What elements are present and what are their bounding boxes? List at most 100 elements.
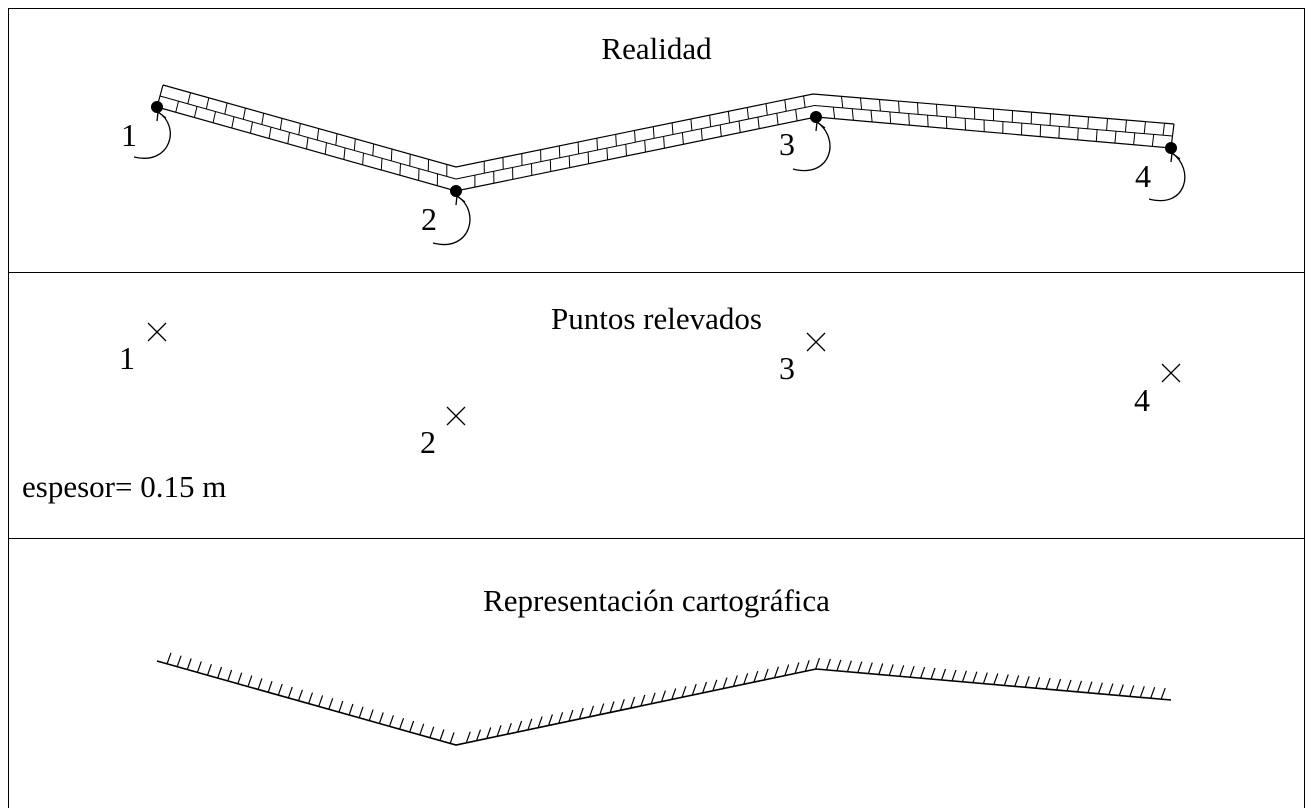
- brick-joint: [635, 131, 636, 143]
- leader-arrow-3: [793, 122, 830, 171]
- brick-joint: [1088, 117, 1089, 129]
- hatch-tick: [1015, 675, 1019, 686]
- brick-joint: [232, 117, 234, 128]
- survey-point-4: [1166, 143, 1177, 154]
- brick-joint: [785, 100, 786, 112]
- wall-hatching: [167, 653, 1165, 744]
- brick-joint: [758, 117, 759, 129]
- brick-joint: [701, 129, 702, 141]
- brick-joint: [861, 98, 862, 110]
- hatch-tick: [1004, 674, 1008, 685]
- reality-label-2: 2: [421, 201, 437, 237]
- brick-joint: [176, 101, 179, 112]
- brick-joint: [1115, 131, 1116, 143]
- brick-joint: [871, 110, 872, 122]
- hatch-tick: [1161, 688, 1165, 699]
- survey-cross-1: [148, 323, 166, 341]
- hatch-tick: [858, 662, 862, 673]
- brick-joint: [653, 127, 654, 139]
- hatch-tick: [868, 663, 872, 674]
- hatch-tick: [228, 670, 232, 681]
- hatch-tick: [1057, 679, 1061, 690]
- brick-joint: [597, 138, 598, 150]
- hatch-tick: [466, 732, 470, 743]
- hatch-tick: [610, 702, 614, 713]
- brick-joint: [206, 98, 209, 109]
- brick-joint: [918, 103, 919, 115]
- hatch-tick: [662, 691, 666, 702]
- brick-joint: [777, 113, 778, 125]
- brick-joint: [720, 125, 721, 137]
- brick-joint: [1163, 123, 1164, 135]
- hatch-tick: [703, 682, 707, 693]
- brick-joint: [804, 96, 806, 108]
- hatch-tick: [278, 684, 282, 695]
- hatch-tick: [682, 686, 686, 697]
- hatch-tick: [921, 667, 925, 678]
- hatch-tick: [349, 704, 353, 715]
- brick-wall: [157, 85, 1174, 191]
- hatch-tick: [942, 669, 946, 680]
- hatch-tick: [692, 684, 696, 695]
- hatch-tick: [410, 721, 414, 732]
- leader-arrow-4: [1149, 153, 1185, 201]
- hatch-tick: [218, 667, 222, 678]
- leader-arrow-1-head: [157, 112, 166, 121]
- hatch-tick: [268, 681, 272, 692]
- hatch-tick: [518, 721, 522, 732]
- hatch-tick: [430, 727, 434, 738]
- hatch-tick: [1140, 686, 1144, 697]
- brick-joint: [344, 148, 345, 160]
- hatch-tick: [910, 666, 914, 677]
- hatch-tick: [477, 730, 481, 741]
- hatch-tick: [390, 715, 394, 726]
- brick-joint: [710, 115, 711, 127]
- brick-joint: [1096, 130, 1097, 142]
- survey-point-1: [152, 102, 163, 113]
- hatch-tick: [1151, 687, 1155, 698]
- hatch-tick: [952, 670, 956, 681]
- brick-joint: [645, 140, 646, 152]
- hatch-tick: [889, 664, 893, 675]
- brick-joint: [336, 134, 337, 146]
- brick-joint: [607, 148, 608, 160]
- hatch-tick: [1109, 684, 1113, 695]
- survey-cross-3: [807, 333, 825, 351]
- hatch-tick: [795, 662, 799, 673]
- survey-label-2: 2: [420, 424, 436, 460]
- brick-joint: [213, 112, 215, 123]
- hatch-tick: [258, 678, 262, 689]
- brick-joint: [899, 101, 900, 113]
- survey-point-2: [451, 186, 462, 197]
- hatch-tick: [600, 704, 604, 715]
- brick-joint: [1107, 119, 1108, 131]
- brick-joint: [588, 152, 589, 164]
- hatch-tick: [339, 701, 343, 712]
- hatch-tick: [238, 673, 242, 684]
- brick-joint: [909, 114, 910, 126]
- survey-cross-2: [447, 407, 465, 425]
- hatch-tick: [590, 706, 594, 717]
- brick-joint: [317, 129, 318, 141]
- hatch-tick: [299, 690, 303, 701]
- brick-joint: [880, 100, 881, 112]
- hatch-tick: [713, 680, 717, 691]
- brick-joint: [626, 144, 627, 156]
- hatch-tick: [973, 672, 977, 683]
- brick-joint: [400, 163, 401, 175]
- brick-joint: [578, 142, 579, 154]
- hatch-tick: [754, 671, 758, 682]
- hatch-tick: [288, 687, 292, 698]
- hatch-tick: [440, 730, 444, 741]
- survey-label-1: 1: [119, 340, 135, 376]
- hatch-tick: [208, 664, 212, 675]
- hatch-tick: [197, 661, 201, 672]
- leader-arrow-1: [134, 112, 170, 158]
- hatch-tick: [805, 660, 809, 671]
- reality-label-4: 4: [1135, 158, 1151, 194]
- brick-joint: [299, 123, 301, 134]
- brick-joint: [766, 104, 767, 116]
- thickness-label: espesor= 0.15 m: [22, 469, 226, 505]
- brick-joint: [616, 134, 617, 146]
- cartographic-diagram: [8, 539, 1305, 808]
